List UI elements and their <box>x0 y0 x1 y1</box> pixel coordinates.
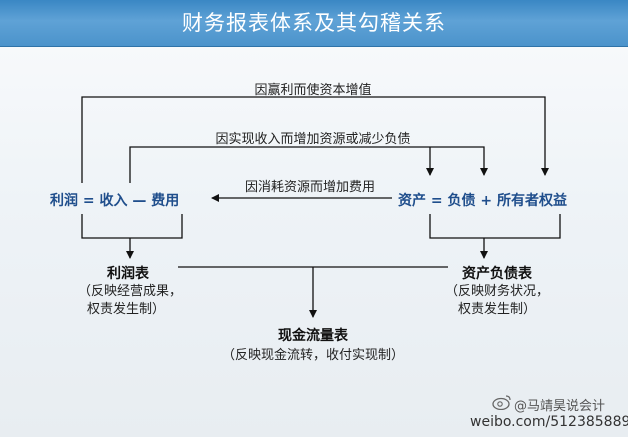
revenue-label: 因实现收入而增加资源或减少负债 <box>215 132 411 147</box>
expense-label: 因消耗资源而增加费用 <box>244 180 376 195</box>
diagram-area <box>0 47 628 437</box>
balance-sheet-desc-2: 权责发生制） <box>457 302 537 317</box>
income-equation: 利润 = 收入 — 费用 <box>50 193 180 209</box>
diagram-title: 财务报表体系及其勾稽关系 <box>182 11 446 35</box>
title-banner: 财务报表体系及其勾稽关系 <box>0 0 628 47</box>
profit-gain-label: 因赢利而使资本增值 <box>254 83 372 98</box>
profit-gain-line <box>81 96 549 183</box>
income-bracket <box>81 214 183 239</box>
balance-equation: 资产 = 负债 + 所有者权益 <box>398 193 567 209</box>
balance-sheet-name: 资产负债表 <box>462 266 532 282</box>
cash-flow-statement-name: 现金流量表 <box>278 328 348 344</box>
income-statement-name: 利润表 <box>107 266 149 282</box>
weibo-icon <box>492 395 511 410</box>
balance-bracket <box>429 214 561 239</box>
balance-sheet-desc-1: （反映财务状况， <box>444 284 550 299</box>
watermark-name: @马靖昊说会计 <box>514 399 606 414</box>
cash-flow-statement-desc: （反映现金流转，收付实现制） <box>221 348 405 363</box>
revenue-line <box>129 146 488 183</box>
income-statement-desc-1: （反映经营成果， <box>77 284 183 299</box>
income-statement-desc-2: 权责发生制） <box>86 302 166 317</box>
watermark-url: weibo.com/512385889 <box>470 414 628 430</box>
